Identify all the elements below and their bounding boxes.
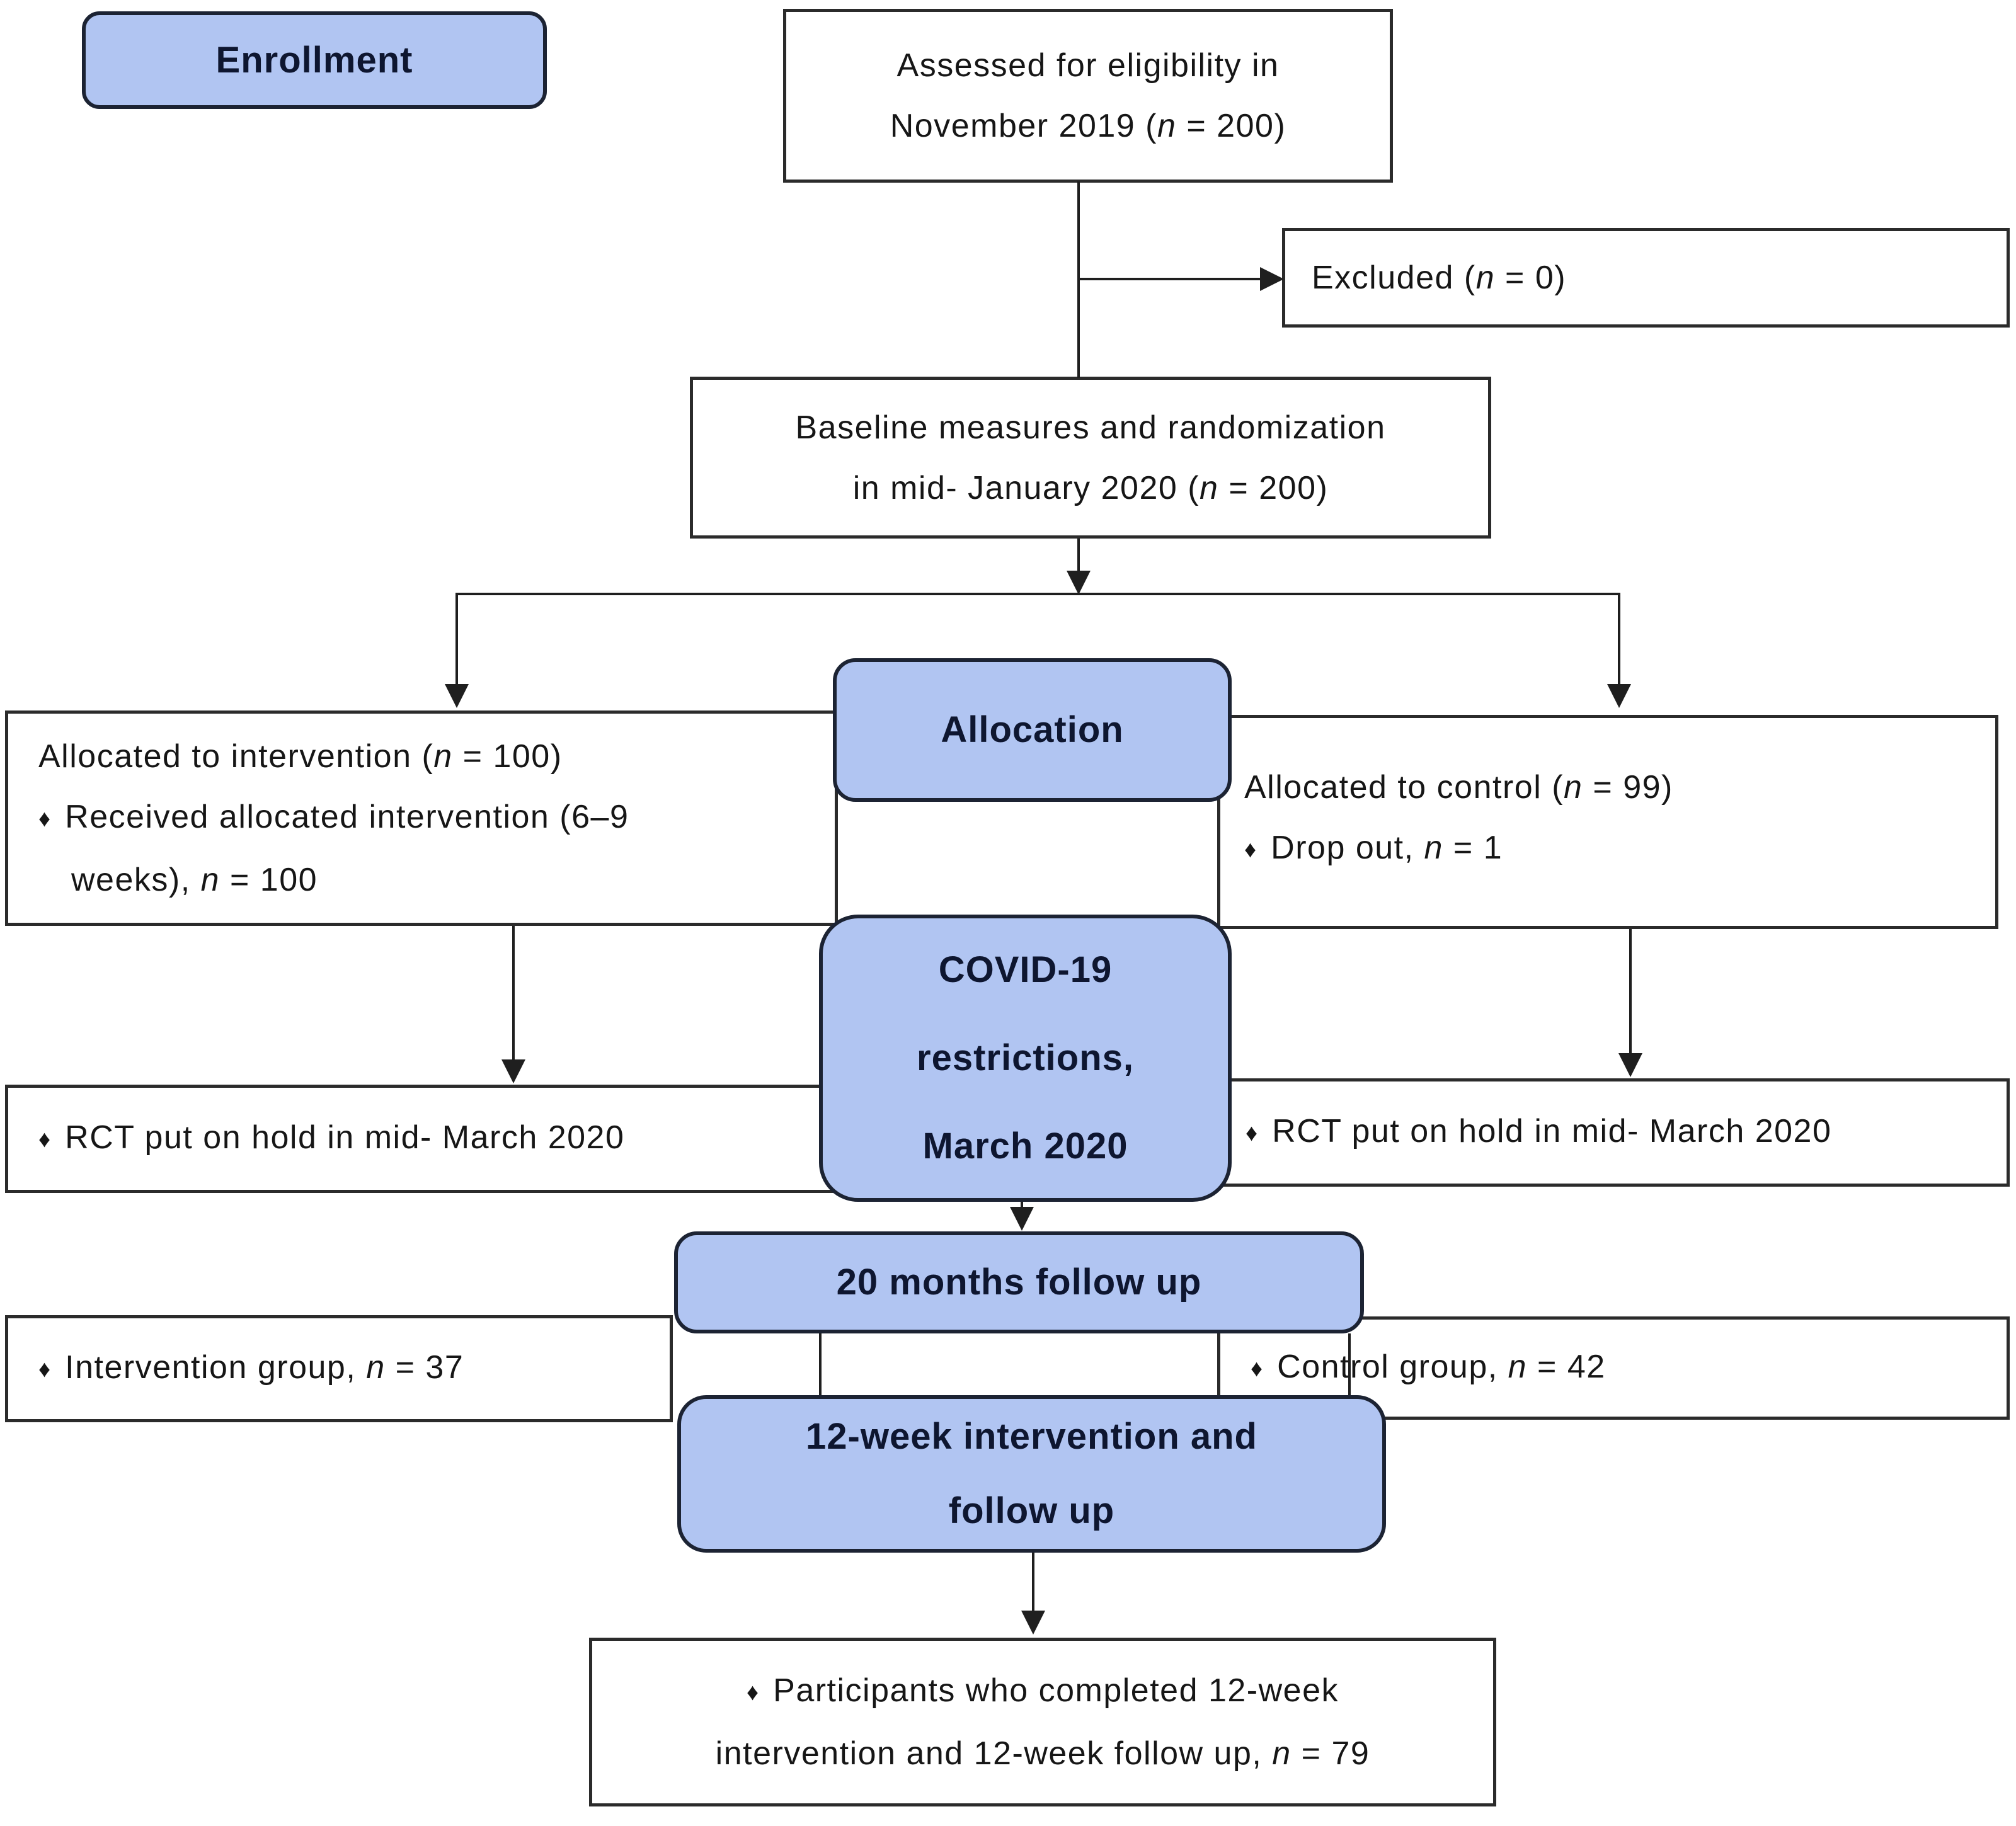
stage-20-months-label: 20 months follow up (836, 1262, 1202, 1303)
connector-week12-completed (1032, 1553, 1034, 1611)
stage-20-months-box: 20 months follow up (674, 1231, 1364, 1333)
connector-excluded-branch (1079, 278, 1261, 280)
arrowhead-split (1067, 571, 1091, 595)
arrowhead-excluded (1260, 267, 1284, 291)
stage-covid-line-3: March 2020 (922, 1126, 1128, 1167)
box-rct-hold-left: ♦ RCT put on hold in mid- March 2020 (5, 1085, 838, 1193)
baseline-line-2: in mid- January 2020 (n = 200) (852, 469, 1329, 506)
box-excluded: Excluded (n = 0) (1282, 228, 2010, 328)
box-completed-participants: ♦ Participants who completed 12-week int… (589, 1638, 1496, 1806)
arrowhead-drop-right (1607, 684, 1631, 708)
box-assessed-eligibility: Assessed for eligibility in November 201… (783, 9, 1393, 183)
arrowhead-control-rct (1618, 1053, 1642, 1077)
connector-baseline-split (1077, 539, 1080, 573)
stage-allocation-box: Allocation (833, 658, 1232, 802)
connector-channel-right (1348, 1333, 1351, 1395)
arrowhead-drop-left (445, 684, 469, 708)
arrowhead-week12-completed (1021, 1611, 1045, 1635)
stage-allocation-label: Allocation (941, 709, 1124, 750)
arrowhead-intervention-rct (501, 1059, 525, 1083)
assessed-line-1: Assessed for eligibility in (896, 47, 1280, 84)
connector-drop-right (1618, 593, 1620, 684)
baseline-line-1: Baseline measures and randomization (795, 409, 1386, 446)
stage-enrollment-box: Enrollment (82, 11, 547, 109)
excluded-text: Excluded (n = 0) (1312, 260, 1567, 296)
rct-hold-right-text: ♦ RCT put on hold in mid- March 2020 (1246, 1113, 1832, 1150)
connector-covid-followup (1021, 1202, 1023, 1211)
connector-channel-left (819, 1333, 822, 1395)
intervention-group-text: ♦ Intervention group, n = 37 (38, 1349, 464, 1386)
stage-12-week-line-1: 12-week intervention and (806, 1416, 1257, 1457)
alloc-intervention-line-2: ♦ Received allocated intervention (6–9 (38, 799, 629, 835)
box-allocated-intervention: Allocated to intervention (n = 100) ♦ Re… (5, 710, 838, 926)
alloc-intervention-line-1: Allocated to intervention (n = 100) (38, 738, 563, 775)
completed-line-1: ♦ Participants who completed 12-week (746, 1672, 1339, 1709)
box-baseline-randomization: Baseline measures and randomization in m… (690, 377, 1491, 539)
alloc-intervention-line-3: weeks), n = 100 (71, 862, 318, 898)
stage-covid-box: COVID-19 restrictions, March 2020 (819, 915, 1232, 1202)
stage-covid-line-1: COVID-19 (938, 949, 1113, 990)
completed-line-2: intervention and 12-week follow up, n = … (715, 1735, 1370, 1772)
stage-covid-line-2: restrictions, (917, 1037, 1134, 1078)
connector-control-rct (1629, 929, 1632, 1053)
arrowhead-covid-followup (1010, 1207, 1034, 1231)
stage-enrollment-label: Enrollment (215, 39, 413, 81)
connector-split-line (455, 593, 1620, 595)
stage-12-week-line-2: follow up (948, 1490, 1115, 1531)
connector-intervention-rct (512, 926, 515, 1059)
control-group-text: ♦ Control group, n = 42 (1251, 1349, 1606, 1385)
alloc-control-line-1: Allocated to control (n = 99) (1244, 769, 1673, 806)
alloc-control-line-2: ♦ Drop out, n = 1 (1244, 830, 1503, 866)
stage-12-week-box: 12-week intervention and follow up (677, 1395, 1386, 1553)
box-allocated-control: Allocated to control (n = 99) ♦ Drop out… (1217, 715, 1998, 929)
box-intervention-group: ♦ Intervention group, n = 37 (5, 1315, 673, 1422)
connector-drop-left (455, 593, 458, 684)
assessed-line-2: November 2019 (n = 200) (890, 108, 1286, 144)
rct-hold-left-text: ♦ RCT put on hold in mid- March 2020 (38, 1119, 625, 1156)
box-rct-hold-right: ♦ RCT put on hold in mid- March 2020 (1217, 1078, 2010, 1187)
